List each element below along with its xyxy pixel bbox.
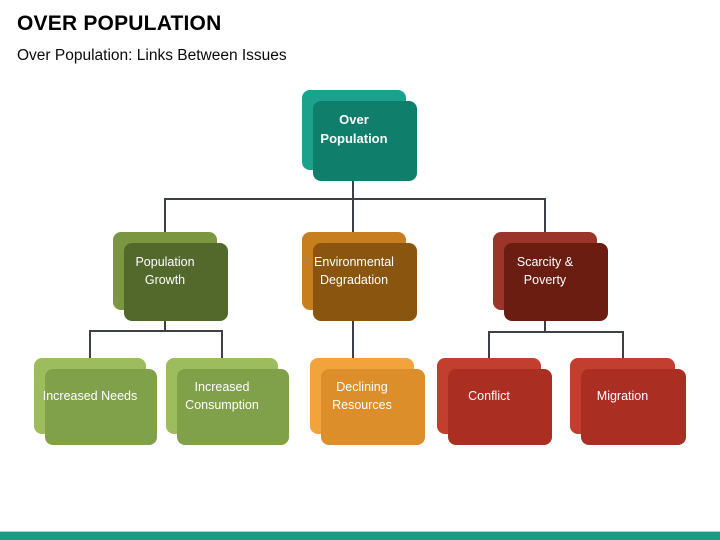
- connector-drop-population-growth: [164, 198, 166, 232]
- connector-pg-stem: [164, 321, 166, 331]
- connector-drop-declining-resources: [352, 321, 354, 358]
- node-label: Migration: [596, 388, 649, 403]
- connector-root-stem: [352, 181, 354, 199]
- node-conflict: Conflict: [437, 358, 552, 445]
- node-population-growth: Population Growth: [113, 232, 228, 321]
- footer-accent-bar: [0, 531, 720, 540]
- node-label: Declining Resources: [332, 379, 392, 412]
- node-declining-resources: Declining Resources: [310, 358, 425, 445]
- node-label: Scarcity & Poverty: [516, 254, 574, 287]
- node-environmental-degradation: Environmental Degradation: [302, 232, 417, 321]
- node-label: Conflict: [468, 388, 510, 403]
- node-label: Increased Consumption: [185, 379, 259, 412]
- node-scarcity-poverty: Scarcity & Poverty: [493, 232, 608, 321]
- page-title: OVER POPULATION: [17, 12, 222, 35]
- node-label: Environmental Degradation: [314, 254, 394, 287]
- node-migration: Migration: [570, 358, 686, 445]
- connector-pg-horizontal: [89, 330, 223, 332]
- node-label: Increased Needs: [42, 388, 138, 403]
- connector-l1-horizontal: [164, 198, 546, 200]
- connector-drop-increased-consumption: [221, 330, 223, 358]
- connector-sp-stem: [544, 321, 546, 332]
- node-label: Over Population: [320, 112, 388, 146]
- connector-drop-increased-needs: [89, 330, 91, 358]
- connector-drop-environmental-degradation: [352, 198, 354, 232]
- connector-drop-conflict: [488, 331, 490, 358]
- connector-sp-horizontal: [488, 331, 624, 333]
- connector-drop-scarcity-poverty: [544, 198, 546, 232]
- node-increased-needs: Increased Needs: [34, 358, 157, 445]
- connector-drop-migration: [622, 331, 624, 358]
- node-label: Population Growth: [135, 254, 195, 287]
- node-over-population: Over Population: [302, 90, 417, 181]
- page-subtitle: Over Population: Links Between Issues: [17, 47, 287, 64]
- node-increased-consumption: Increased Consumption: [166, 358, 289, 445]
